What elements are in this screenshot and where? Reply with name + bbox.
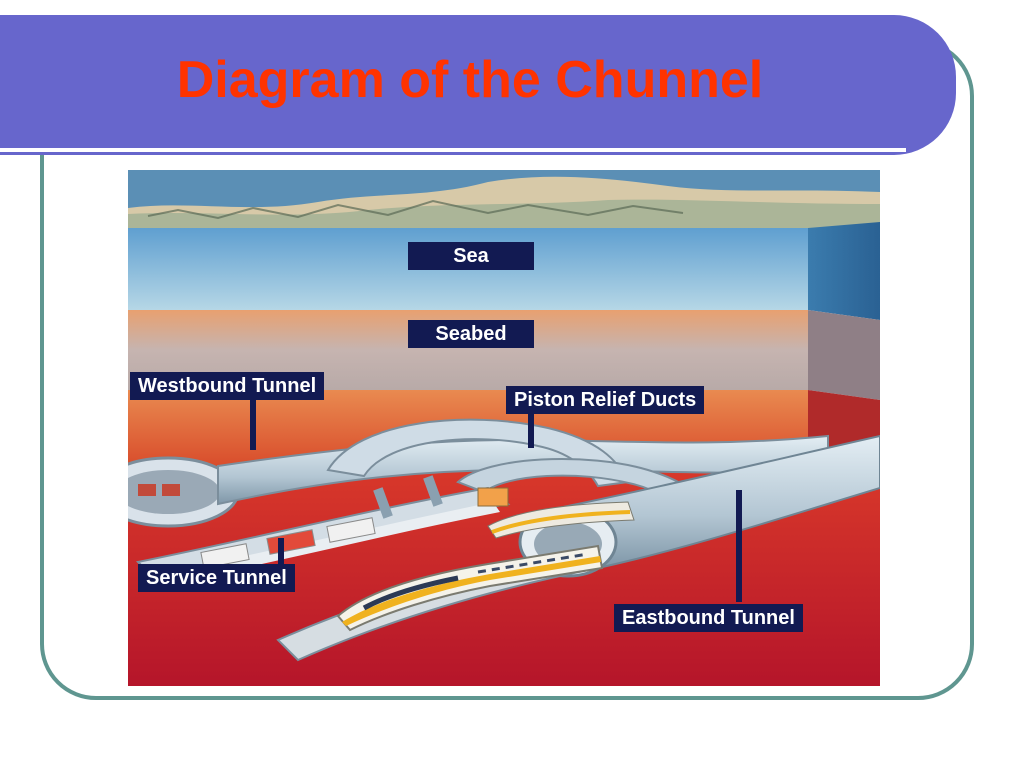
chunnel-diagram: Sea Seabed Westbound Tunnel Piston Relie… — [128, 170, 880, 686]
label-seabed: Seabed — [408, 320, 534, 348]
slide-title: Diagram of the Chunnel — [176, 51, 764, 109]
piston-leader — [528, 412, 534, 448]
label-sea: Sea — [408, 242, 534, 270]
title-bar: Diagram of the Chunnel — [0, 15, 956, 155]
label-piston-relief-ducts: Piston Relief Ducts — [506, 386, 705, 414]
title-underline — [0, 148, 906, 152]
label-eastbound-tunnel: Eastbound Tunnel — [614, 604, 803, 632]
westbound-leader — [250, 398, 256, 450]
service-leader — [278, 538, 284, 566]
eastbound-leader — [736, 490, 742, 602]
label-service-tunnel: Service Tunnel — [138, 564, 295, 592]
label-westbound-tunnel: Westbound Tunnel — [130, 372, 325, 400]
